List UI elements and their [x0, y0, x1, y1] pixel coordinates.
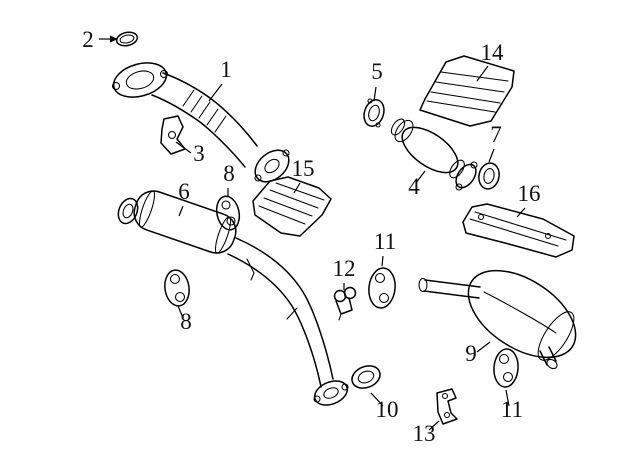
part-rear-gasket-drawing	[351, 365, 381, 389]
part-seal-ring-drawing	[115, 31, 139, 47]
callout-7: 7	[490, 122, 502, 147]
callout-4: 4	[408, 174, 420, 199]
callout-2: 2	[82, 27, 94, 52]
callout-14: 14	[481, 40, 505, 65]
part-front-bracket-drawing	[160, 115, 186, 155]
part-hanger-insulator-rear-drawing	[493, 348, 519, 388]
part-converter-gasket-drawing	[478, 162, 500, 190]
part-front-gasket-drawing	[363, 98, 385, 128]
callout-10: 10	[376, 397, 399, 422]
part-catalytic-converter-drawing	[390, 118, 478, 191]
part-rear-bracket-drawing	[436, 388, 458, 425]
part-rear-heat-shield-drawing	[462, 203, 575, 258]
callout-15: 15	[292, 156, 315, 181]
callout-1: 1	[220, 57, 232, 82]
part-center-hanger-bracket-drawing	[333, 286, 357, 321]
callout-6: 6	[178, 179, 190, 204]
callout-11-upper: 11	[374, 229, 396, 254]
callout-9: 9	[465, 341, 477, 366]
callout-5: 5	[371, 59, 383, 84]
callout-3: 3	[193, 141, 205, 166]
part-rear-muffler-drawing	[418, 269, 577, 370]
callout-12: 12	[333, 256, 356, 281]
part-upper-heat-shield-drawing	[419, 55, 515, 127]
part-callouts: 2 1 5 14 3 7 15 8 6 4 16 11 12 8 9 10 11…	[82, 27, 540, 446]
callout-8-lower: 8	[180, 309, 192, 334]
part-hanger-insulator-mid-drawing	[368, 267, 396, 309]
callout-16: 16	[518, 181, 541, 206]
part-hanger-insulator-upper-drawing	[215, 195, 241, 231]
part-front-pipe-drawing	[111, 62, 290, 183]
part-center-muffler-drawing	[117, 190, 349, 406]
part-center-heat-shield-drawing	[252, 176, 332, 237]
callout-11-lower: 11	[501, 397, 523, 422]
leader-lines	[99, 35, 526, 431]
part-hanger-insulator-lower-drawing	[164, 269, 190, 307]
callout-13: 13	[413, 421, 436, 446]
callout-8-upper: 8	[223, 161, 235, 186]
diagram-artwork	[111, 31, 577, 425]
